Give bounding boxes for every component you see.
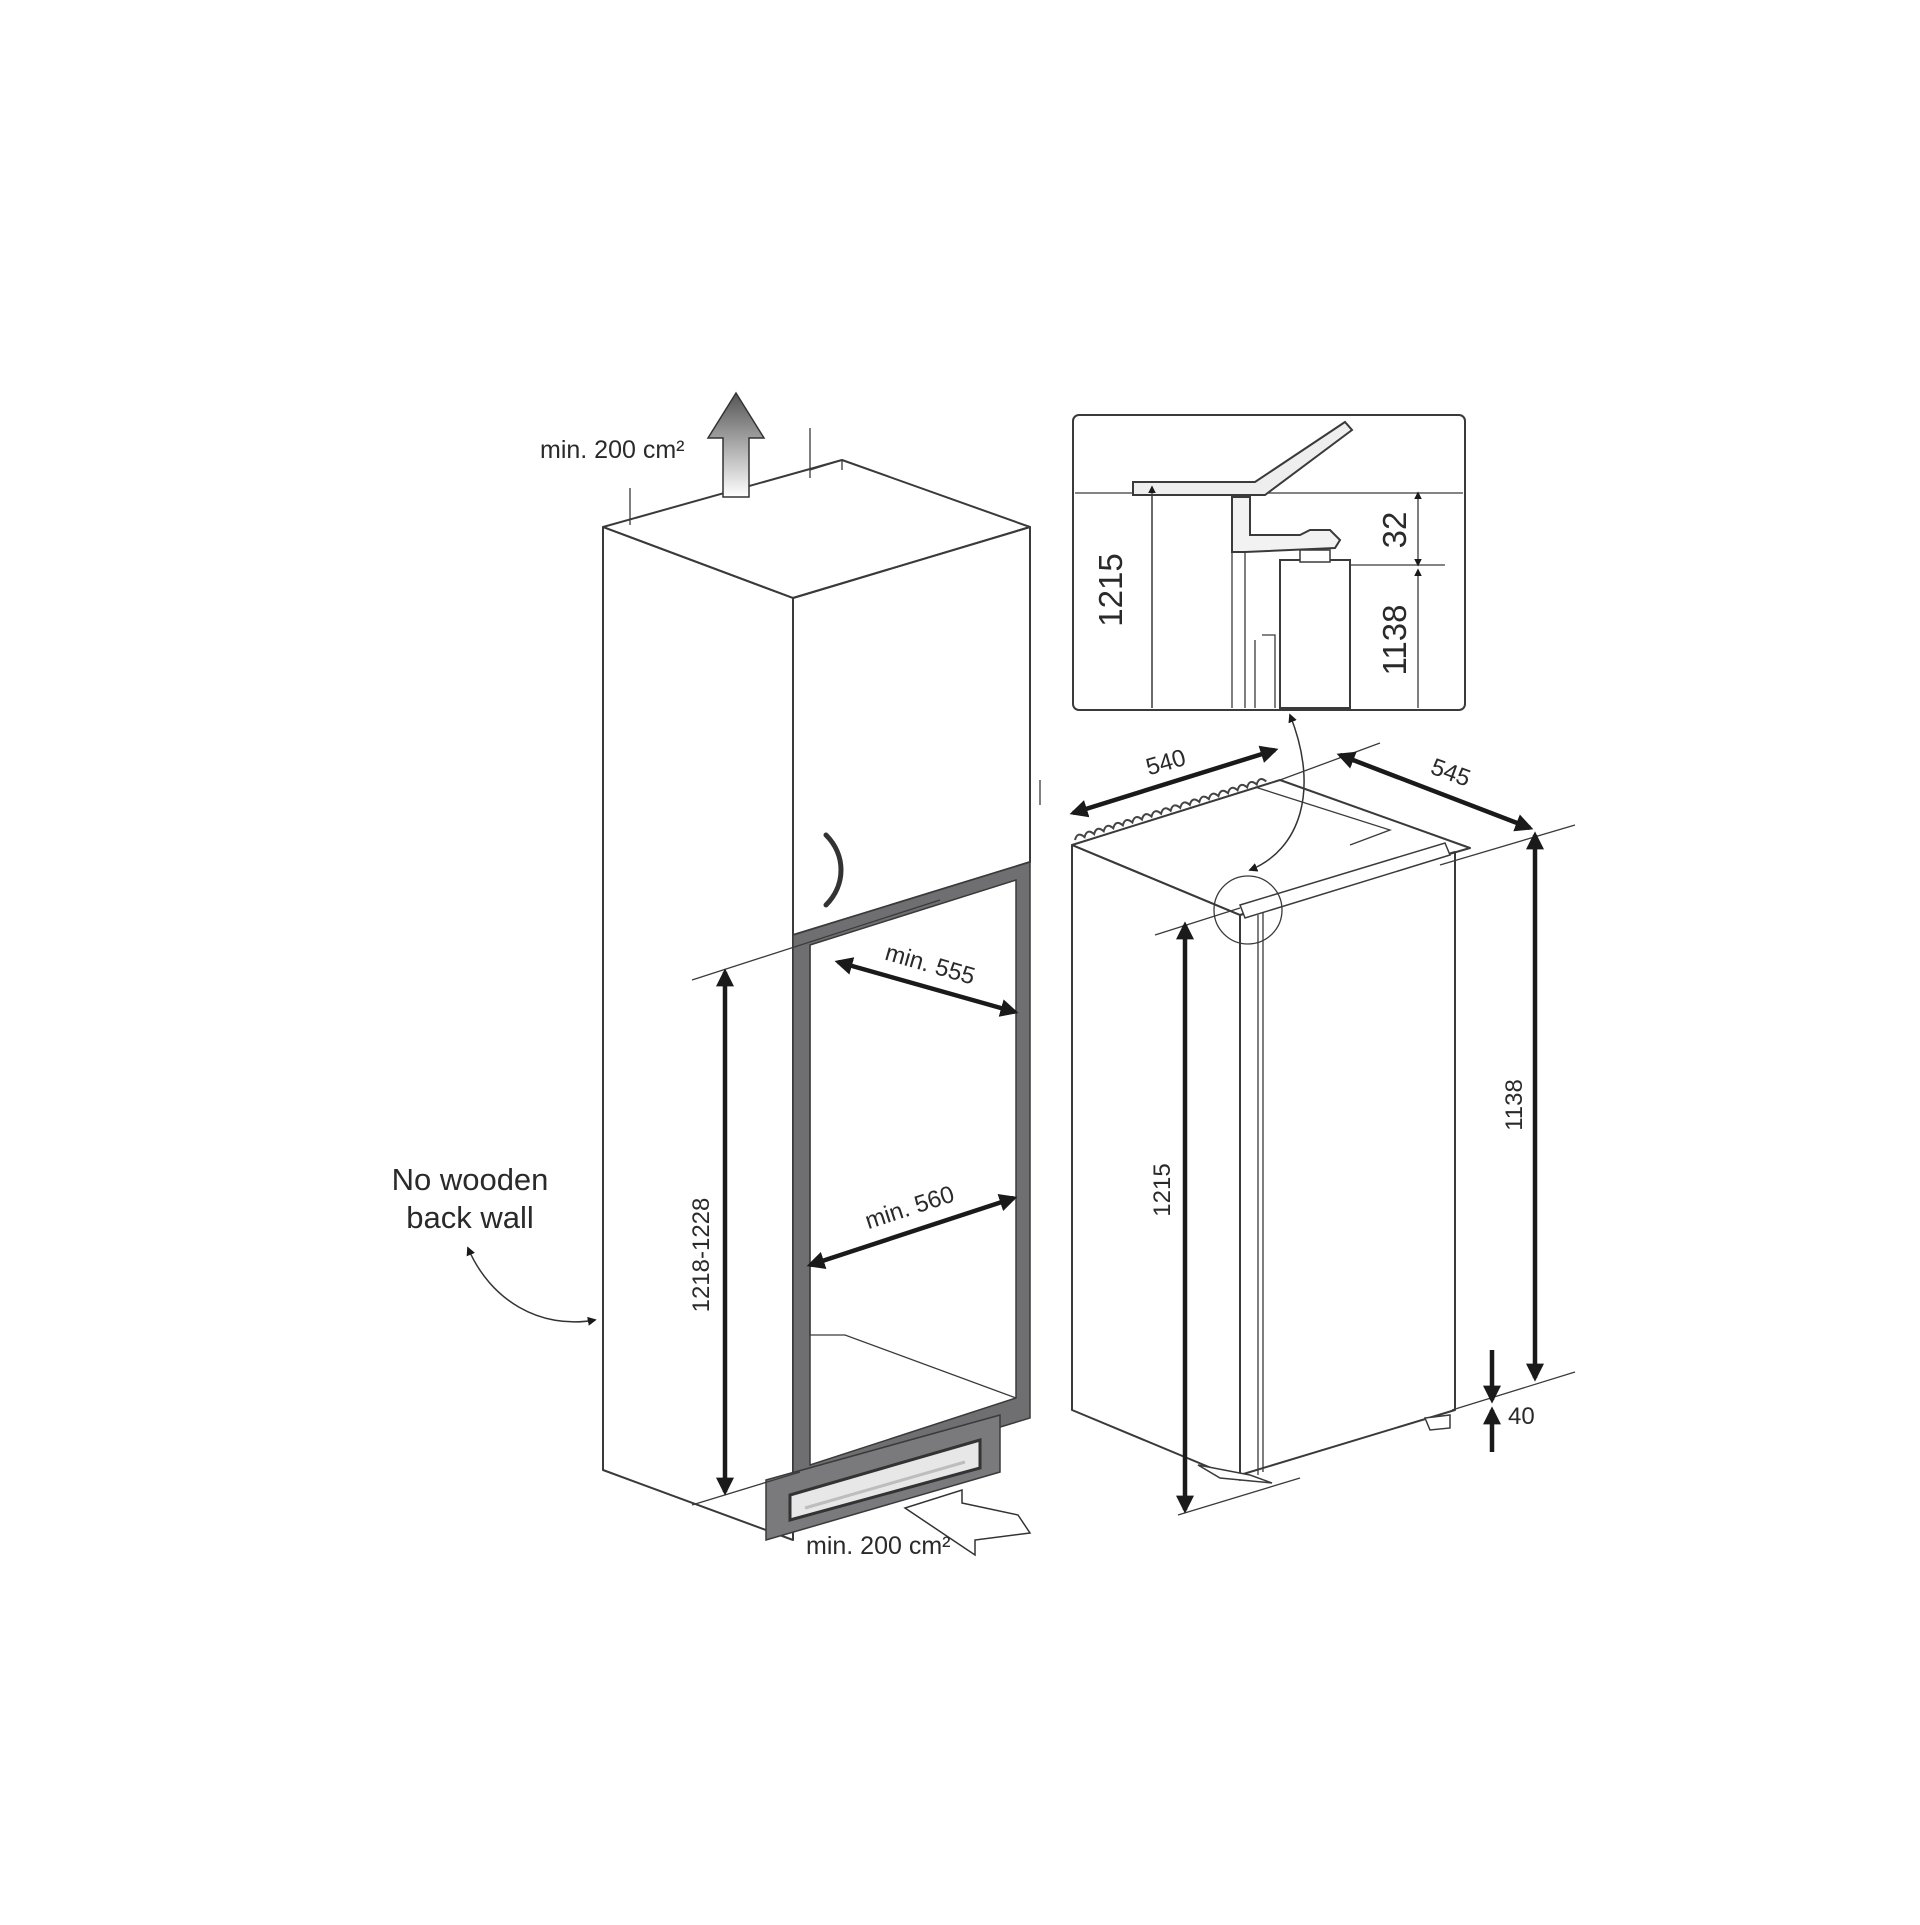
door-handle-icon [823,832,844,908]
depth-label: 545 [1427,753,1474,792]
hinge-detail-circle [1213,875,1283,945]
height-left-ext-bottom [1177,1477,1301,1516]
vent-out-arrow-icon [706,391,766,498]
height-right-ext-top [1439,824,1576,866]
plinth-vent-slot [804,1460,966,1510]
back-wall-note-line2: back wall [406,1200,534,1235]
height-ext-bottom [691,1471,801,1506]
back-wall-pointer-arrow [466,1246,597,1326]
appliance-drawing: 540 545 1215 1138 40 [1039,742,1576,1516]
appliance-top-face [1071,779,1471,916]
height-ext-top [691,899,941,981]
hinge-detail-inset: 1215 32 1138 [1072,414,1466,872]
width-label: 540 [1143,744,1189,781]
inset-offset-label: 32 [1376,512,1413,549]
height-right-ext-bottom [1451,1371,1576,1411]
height-right-label: 1138 [1501,1079,1528,1131]
condenser-coil [1074,778,1267,841]
inset-door-edges [1231,552,1276,708]
niche-floor-back [810,1334,1017,1399]
inset-appliance-label: 1138 [1376,605,1413,676]
depth-ext [1279,742,1381,781]
width-arrow [1069,745,1279,818]
vent-top-label: min. 200 cm² [540,436,684,464]
niche-height-label: 1218-1228 [688,1198,715,1313]
back-wall-note-line1: No wooden [392,1162,549,1197]
inset-total-height-label: 1215 [1092,553,1129,626]
height-left-ext-top [1154,907,1241,936]
appliance-foot-front [1197,1464,1273,1484]
niche-width-arrow [806,1193,1018,1270]
appliance-hinge-rail [1239,842,1452,919]
inset-appliance-top [1279,559,1351,709]
appliance-front-door [1239,851,1456,1476]
height-left-label: 1215 [1149,1163,1176,1216]
depth-arrow [1336,751,1534,832]
foot-gap-label: 40 [1508,1403,1535,1430]
appliance-foot-right [1423,1414,1451,1431]
appliance-side-panel [1071,844,1241,1481]
cabinet-drawing: 1218-1228 min. 555 min. 560 min. 200 cm²… [392,391,1032,1560]
inset-hinge [1231,496,1342,553]
niche-depth-arrow [834,957,1019,1017]
inset-appliance-pin [1299,549,1331,563]
detail-callout-arrow [1248,713,1305,872]
cabinet-rear-notch [809,459,843,471]
vent-bottom-label: min. 200 cm² [806,1532,950,1560]
cabinet-top-face [602,459,1031,599]
cabinet-side-panel [602,526,794,1541]
vent-in-arrow-icon [903,1488,1032,1557]
